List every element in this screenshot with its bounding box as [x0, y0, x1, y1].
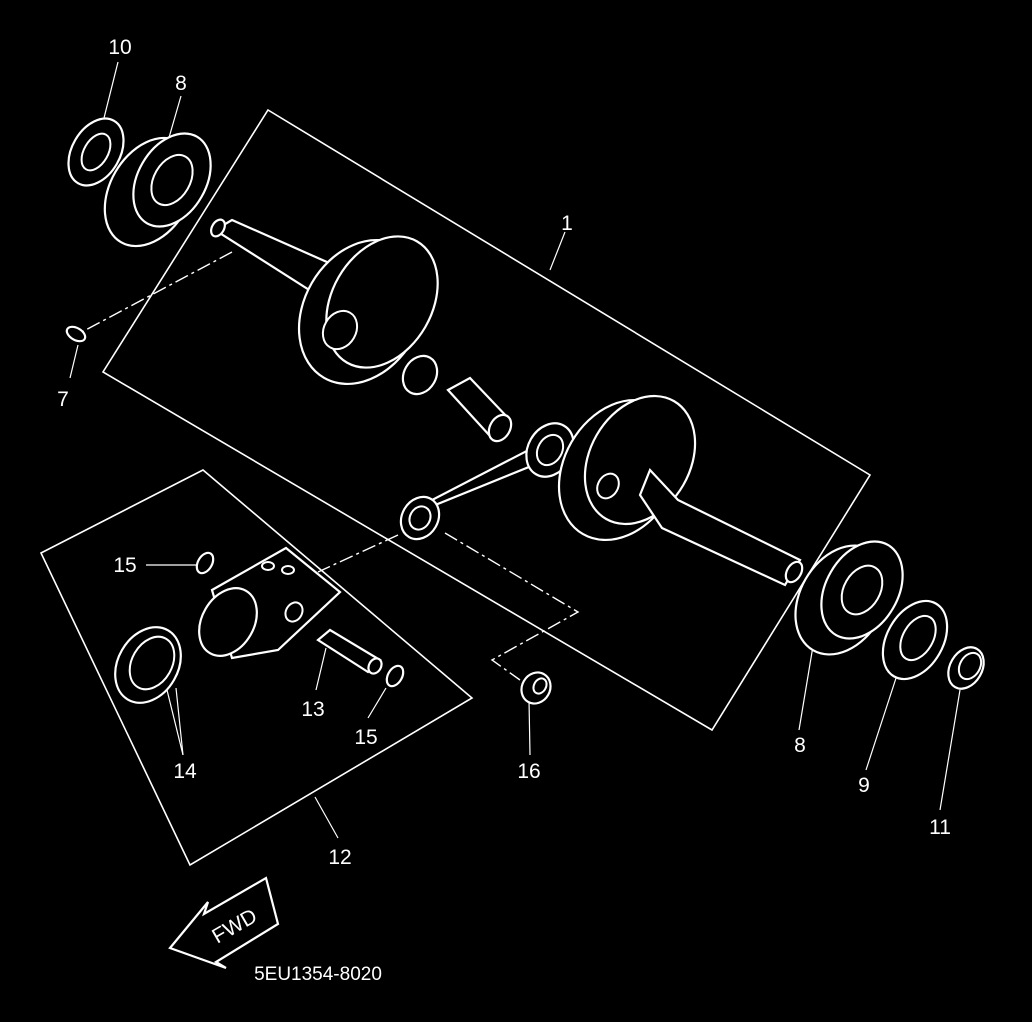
piston-pin-clip-top [195, 551, 215, 575]
connecting-rod [399, 422, 575, 541]
callout-13: 13 [301, 698, 324, 721]
crank-pin-and-bearing [401, 354, 513, 443]
bearing-left [103, 132, 212, 248]
callout-7: 7 [57, 388, 69, 411]
callout-8-left: 8 [175, 72, 187, 95]
callout-15-top: 15 [113, 554, 136, 577]
crankshaft-right-half [557, 394, 804, 587]
crankshaft-assembly-outline [101, 108, 872, 732]
forward-direction-arrow: FWD [168, 876, 280, 970]
oil-seal-right [881, 599, 949, 681]
collar [947, 646, 985, 690]
callout-1: 1 [561, 212, 573, 235]
piston-pin-clip-bottom [385, 664, 405, 688]
callout-12: 12 [328, 846, 351, 869]
small-end-bearing [520, 671, 552, 705]
oil-seal-left [67, 117, 125, 187]
callout-11: 11 [929, 816, 951, 839]
callout-8-right: 8 [794, 734, 806, 757]
woodruff-key [65, 325, 87, 343]
diagram-code: 5EU1354-8020 [254, 964, 382, 985]
leader-lines [69, 61, 961, 839]
crankshaft-left-half [210, 218, 439, 386]
callout-14: 14 [173, 760, 197, 783]
piston [198, 546, 342, 660]
assembly-lines [79, 251, 580, 681]
callout-15-bottom: 15 [354, 726, 377, 749]
piston-pin [316, 628, 383, 675]
piston-assembly-outline [39, 469, 474, 867]
callout-10: 10 [108, 36, 131, 59]
callout-16: 16 [517, 760, 540, 783]
callout-9: 9 [858, 774, 870, 797]
piston-rings [114, 626, 182, 704]
bearing-right [794, 540, 904, 656]
